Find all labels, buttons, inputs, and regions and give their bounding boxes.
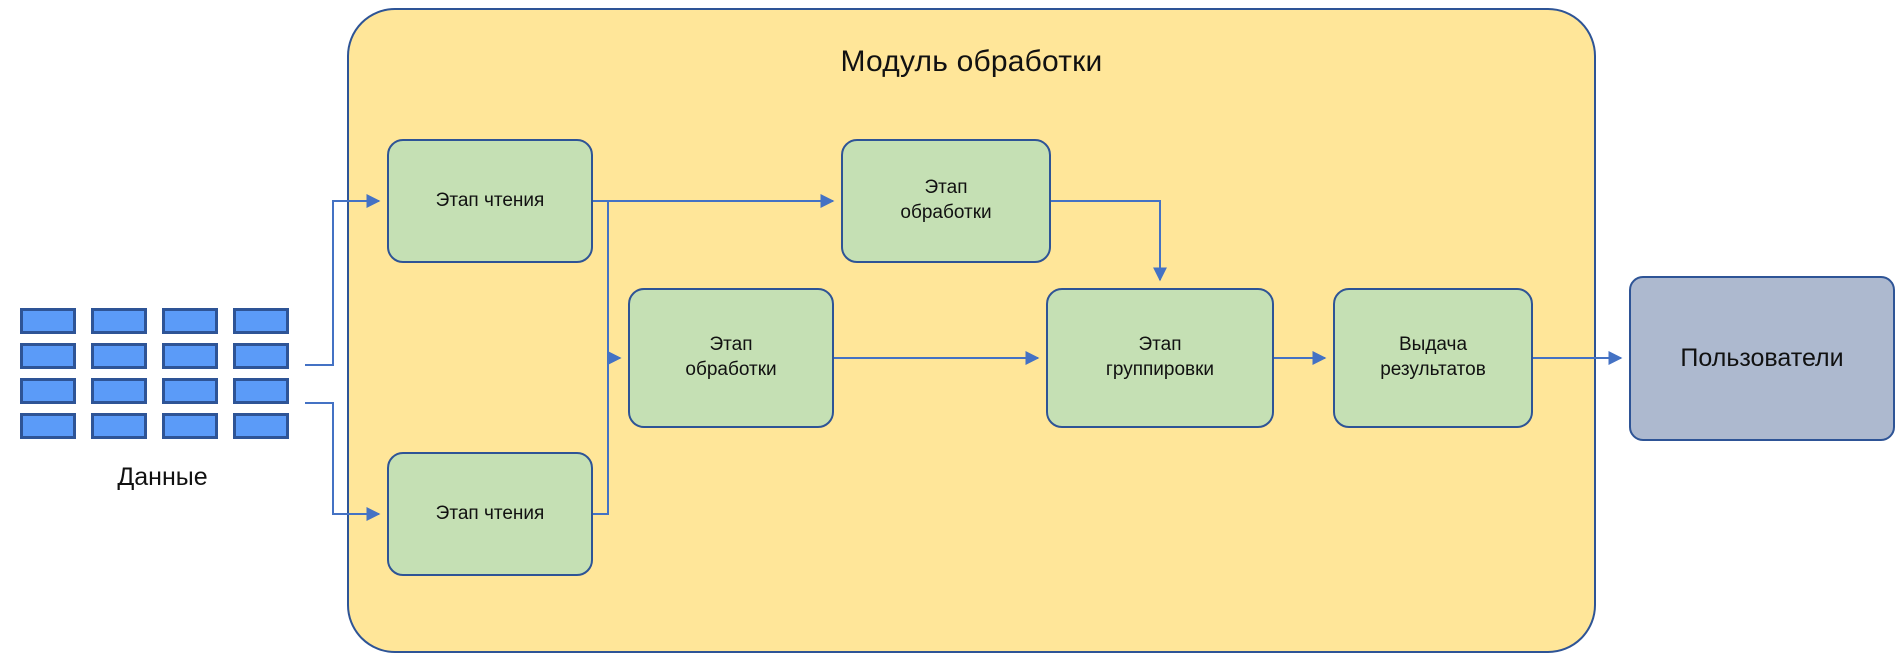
node-process-stage-mid-line1: Этап <box>709 334 753 356</box>
data-block <box>233 343 289 369</box>
node-read-stage-top-label: Этап чтения <box>435 189 545 211</box>
node-results-delivery-label: Выдача результатов <box>1380 333 1486 382</box>
data-block <box>233 378 289 404</box>
node-results-delivery[interactable]: Выдача результатов <box>1333 288 1533 428</box>
data-block <box>162 343 218 369</box>
data-block <box>20 378 76 404</box>
node-process-stage-top-line1: Этап <box>924 177 968 199</box>
node-read-stage-bottom-label: Этап чтения <box>435 502 545 524</box>
data-source-grid <box>20 308 305 448</box>
data-block <box>162 413 218 439</box>
data-block <box>20 308 76 334</box>
node-grouping-stage-line2: группировки <box>1105 359 1215 380</box>
node-users-label: Пользователи <box>1680 344 1844 373</box>
node-grouping-stage-line1: Этап <box>1138 334 1182 356</box>
data-block <box>91 378 147 404</box>
data-block <box>233 413 289 439</box>
node-process-stage-top-label: Этап обработки <box>900 176 991 225</box>
node-process-stage-top-line2: обработки <box>900 202 992 223</box>
node-read-stage-bottom[interactable]: Этап чтения <box>387 452 593 576</box>
data-block <box>91 413 147 439</box>
node-grouping-stage-label: Этап группировки <box>1106 333 1214 382</box>
node-grouping-stage[interactable]: Этап группировки <box>1046 288 1274 428</box>
node-users[interactable]: Пользователи <box>1629 276 1895 441</box>
data-block <box>91 343 147 369</box>
data-block <box>233 308 289 334</box>
data-block <box>91 308 147 334</box>
data-block <box>20 413 76 439</box>
data-block <box>20 343 76 369</box>
processing-module-title: Модуль обработки <box>840 45 1103 78</box>
data-source-label: Данные <box>117 463 208 491</box>
data-block <box>162 308 218 334</box>
node-read-stage-top[interactable]: Этап чтения <box>387 139 593 263</box>
node-results-delivery-line1: Выдача <box>1398 334 1468 356</box>
node-process-stage-mid-label: Этап обработки <box>685 333 776 382</box>
data-block <box>162 378 218 404</box>
node-process-stage-top[interactable]: Этап обработки <box>841 139 1051 263</box>
node-process-stage-mid-line2: обработки <box>685 359 777 380</box>
node-results-delivery-line2: результатов <box>1380 359 1486 380</box>
node-process-stage-mid[interactable]: Этап обработки <box>628 288 834 428</box>
